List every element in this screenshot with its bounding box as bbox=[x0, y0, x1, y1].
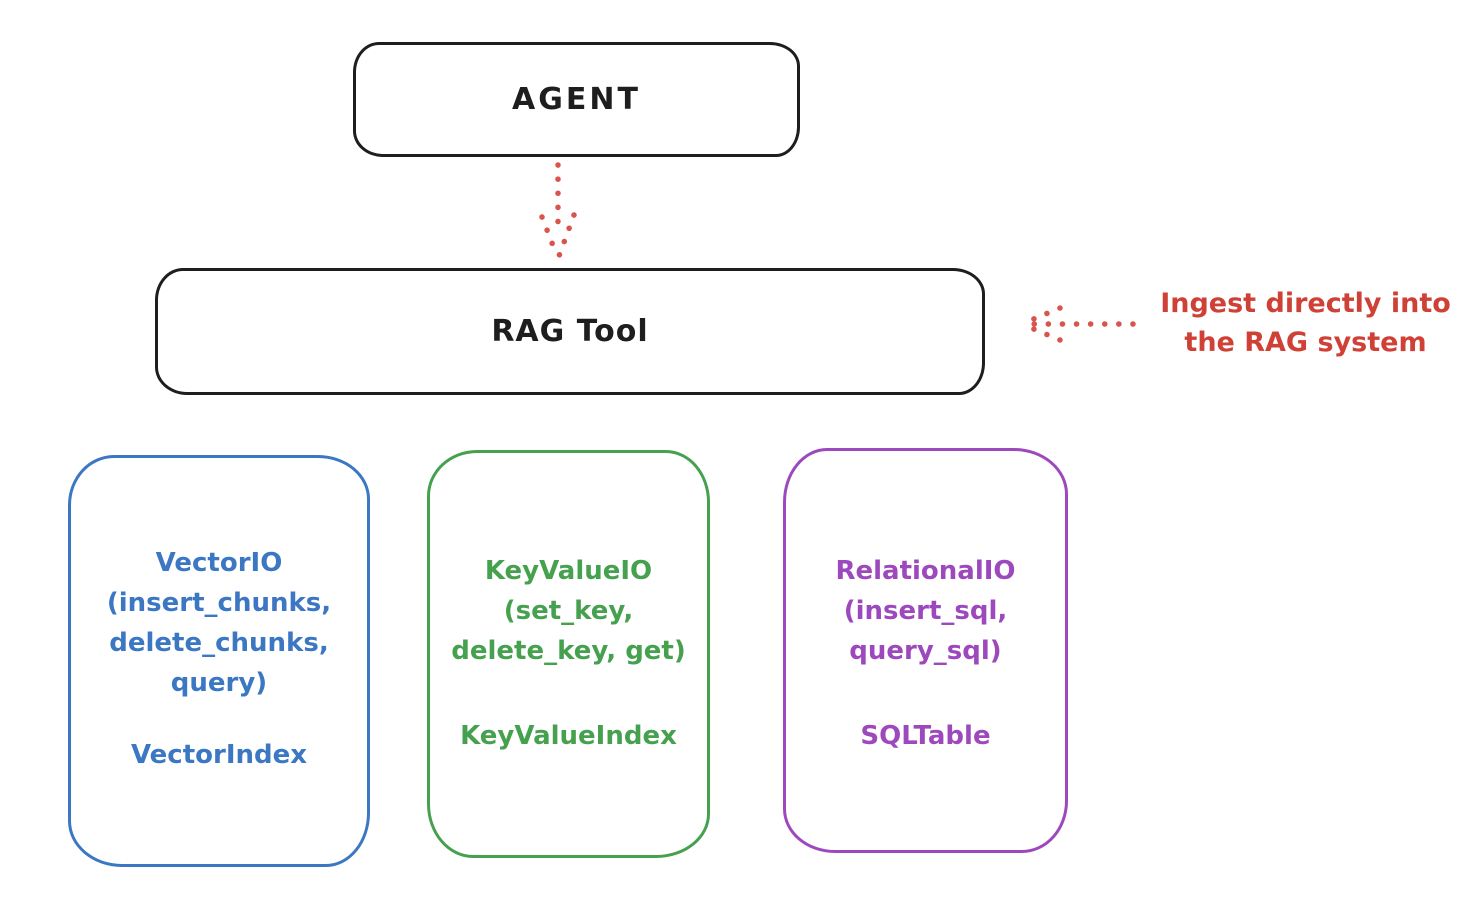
agent-label: AGENT bbox=[512, 82, 641, 117]
keyvalue-io-title: KeyValueIO bbox=[484, 556, 653, 586]
vector-io-title: VectorIO bbox=[155, 548, 283, 578]
relational-io-method-line-1: (insert_sql, bbox=[843, 596, 1008, 626]
relational-io-node[interactable]: RelationalIO (insert_sql, query_sql) SQL… bbox=[783, 448, 1068, 853]
ingest-annotation-line-1: Ingest directly into bbox=[1160, 288, 1451, 319]
sql-table-label: SQLTable bbox=[860, 721, 991, 751]
agent-to-rag-arrow[interactable] bbox=[528, 160, 588, 264]
keyvalue-io-method-line-2: delete_key, get) bbox=[451, 636, 686, 666]
keyvalue-index-label: KeyValueIndex bbox=[460, 721, 677, 751]
vector-io-node[interactable]: VectorIO (insert_chunks, delete_chunks, … bbox=[68, 455, 370, 867]
ingest-annotation: Ingest directly into the RAG system bbox=[1133, 284, 1478, 362]
keyvalue-io-method-line-1: (set_key, bbox=[503, 596, 634, 626]
agent-node[interactable]: AGENT bbox=[353, 42, 800, 157]
vector-io-method-line-1: (insert_chunks, bbox=[106, 588, 332, 618]
vector-io-method-line-3: query) bbox=[170, 668, 268, 698]
ingest-arrow[interactable] bbox=[1008, 298, 1138, 348]
rag-tool-label: RAG Tool bbox=[491, 314, 649, 349]
relational-io-method-line-2: query_sql) bbox=[849, 636, 1002, 666]
vector-index-label: VectorIndex bbox=[130, 740, 308, 770]
ingest-annotation-line-2: the RAG system bbox=[1184, 327, 1427, 358]
keyvalue-io-node[interactable]: KeyValueIO (set_key, delete_key, get) Ke… bbox=[427, 450, 710, 858]
rag-tool-node[interactable]: RAG Tool bbox=[155, 268, 985, 395]
vector-io-method-line-2: delete_chunks, bbox=[109, 628, 329, 658]
relational-io-title: RelationalIO bbox=[835, 556, 1016, 586]
